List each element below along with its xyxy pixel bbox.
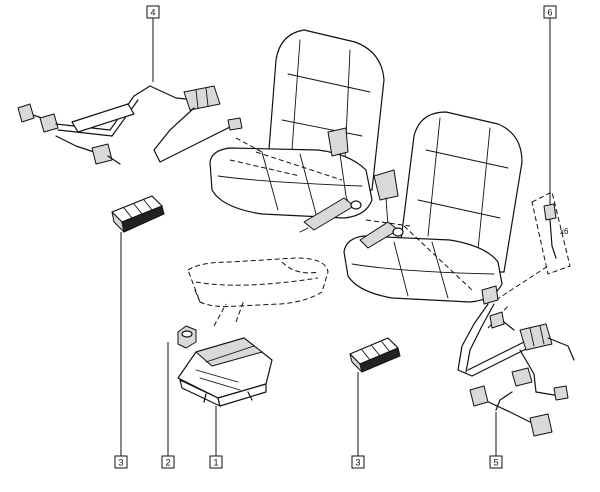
ref-label-3-center: 3 bbox=[355, 458, 360, 468]
ref-tag-6: 6 bbox=[543, 5, 557, 19]
part-5-seat-harness bbox=[457, 285, 575, 437]
ref-tag-5: 5 bbox=[489, 455, 503, 469]
part-3-connector-center bbox=[349, 337, 401, 373]
ref-tag-4: 4 bbox=[146, 5, 160, 19]
ref-label-4: 4 bbox=[150, 8, 155, 18]
floor-console-outline bbox=[187, 257, 329, 307]
ref-tag-3-center: 3 bbox=[351, 455, 365, 469]
part-6-connector-lead bbox=[531, 191, 571, 275]
part-3-connector-left bbox=[111, 195, 165, 233]
ref-tag-1: 1 bbox=[209, 455, 223, 469]
ref-tag-3-left: 3 bbox=[114, 455, 128, 469]
part-2-nut bbox=[177, 325, 197, 349]
part-1-control-unit bbox=[177, 337, 273, 407]
ref-label-5: 5 bbox=[493, 458, 498, 468]
guide-lines bbox=[213, 137, 549, 329]
left-seat bbox=[209, 29, 385, 233]
leader-lines bbox=[120, 18, 551, 456]
ref-tag-2: 2 bbox=[161, 455, 175, 469]
ref-label-6: 6 bbox=[547, 8, 552, 18]
part-4-pretensioner-wiring bbox=[17, 85, 243, 165]
ref-label-3-left: 3 bbox=[118, 458, 123, 468]
connector-note: x6 bbox=[560, 227, 569, 236]
ref-label-2: 2 bbox=[165, 458, 170, 468]
right-seat bbox=[343, 111, 523, 303]
ref-label-1: 1 bbox=[213, 458, 218, 468]
